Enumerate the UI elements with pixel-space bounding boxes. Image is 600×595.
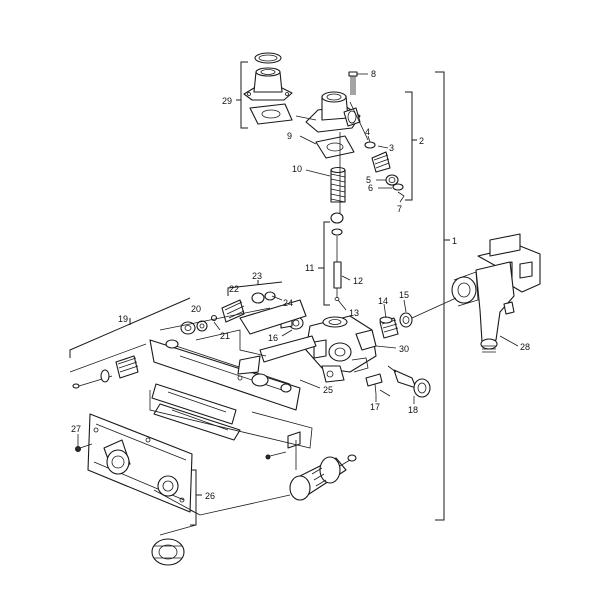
- leader-4: [367, 135, 371, 143]
- part-26-control-panel: [87, 413, 193, 513]
- leader-12: [341, 275, 351, 281]
- leader-9: [299, 135, 317, 145]
- callout-7: 7: [397, 204, 402, 214]
- callout-14: 14: [378, 296, 388, 306]
- part-15-washer: [399, 312, 413, 328]
- callout-29: 29: [222, 96, 232, 106]
- valve-top-body: [305, 91, 361, 133]
- callout-18: 18: [408, 405, 418, 415]
- callout-23: 23: [252, 271, 262, 281]
- callout-21: 21: [220, 331, 230, 341]
- callout-4: 4: [365, 127, 370, 137]
- cartridge-assembly: [289, 454, 357, 501]
- callout-17: 17: [370, 402, 380, 412]
- part-28-outlet-pipe: [451, 233, 541, 353]
- leader-14: [383, 303, 387, 319]
- leader-10: [305, 169, 331, 177]
- part-3-spring: [371, 151, 391, 173]
- leader-13: [337, 299, 347, 311]
- leader-30: [375, 345, 397, 349]
- callout-27: 27: [71, 424, 81, 434]
- callout-22: 22: [229, 284, 239, 294]
- callout-19: 19: [118, 314, 128, 324]
- part-18-spindle: [387, 365, 431, 398]
- part-27-screw: [75, 443, 93, 452]
- callout-11: 11: [305, 263, 314, 273]
- brace-2: [405, 91, 417, 201]
- callout-15: 15: [399, 290, 409, 300]
- part-30-valve-body: [305, 315, 377, 383]
- part-14-spring: [379, 316, 399, 339]
- callout-1: 1: [452, 236, 457, 246]
- callout-2: 2: [419, 136, 424, 146]
- part-10-spring: [330, 166, 346, 203]
- callout-6: 6: [368, 183, 373, 193]
- callout-30: 30: [399, 344, 409, 354]
- leader-15: [403, 299, 407, 313]
- part-25-slide-plate: [149, 299, 317, 411]
- leader-25: [299, 379, 321, 389]
- bracket-plate: [265, 431, 301, 460]
- part-7-pin: [397, 191, 405, 203]
- callout-20: 20: [191, 304, 201, 314]
- callout-24: 24: [283, 298, 293, 308]
- part-24-cap: [251, 291, 276, 304]
- brace-1: [435, 71, 450, 521]
- brace-23: [227, 280, 283, 296]
- brace-11: [318, 221, 330, 306]
- callout-25: 25: [323, 385, 333, 395]
- brace-19: [69, 297, 191, 358]
- assembly-line-top: [295, 101, 369, 214]
- assembly-line-lower: [149, 390, 313, 536]
- callout-28: 28: [520, 342, 530, 352]
- part-17-screw: [365, 373, 383, 395]
- part-9-gasket: [315, 135, 355, 159]
- part-20-washer: [180, 320, 208, 335]
- leader-21: [213, 321, 221, 331]
- leader-16: [281, 329, 293, 337]
- callout-12: 12: [353, 276, 363, 286]
- part-4-ring: [364, 141, 376, 149]
- brace-29: [236, 61, 248, 129]
- assembly-line-left: [69, 307, 271, 373]
- part-29-housing: [243, 52, 293, 125]
- callout-9: 9: [287, 131, 292, 141]
- callout-3: 3: [389, 143, 394, 153]
- part-19-rod-spring: [72, 355, 139, 389]
- part-6-washer: [392, 183, 404, 191]
- callout-26: 26: [205, 491, 215, 501]
- leader-24: [271, 295, 283, 301]
- callout-16: 16: [268, 333, 278, 343]
- leader-3: [377, 145, 389, 149]
- brace-26: [190, 469, 202, 526]
- part-11-stem: [330, 212, 344, 301]
- callout-10: 10: [292, 164, 302, 174]
- part-8-screw: [348, 71, 358, 95]
- callout-13: 13: [349, 308, 359, 318]
- callout-5: 5: [366, 175, 371, 185]
- leader-28: [499, 335, 519, 347]
- bottom-cap-nut: [151, 538, 185, 566]
- part-19-slide-rod: [151, 383, 241, 441]
- assembly-line-main: [379, 297, 457, 397]
- part-5-nut: [385, 174, 399, 186]
- callout-8: 8: [371, 69, 376, 79]
